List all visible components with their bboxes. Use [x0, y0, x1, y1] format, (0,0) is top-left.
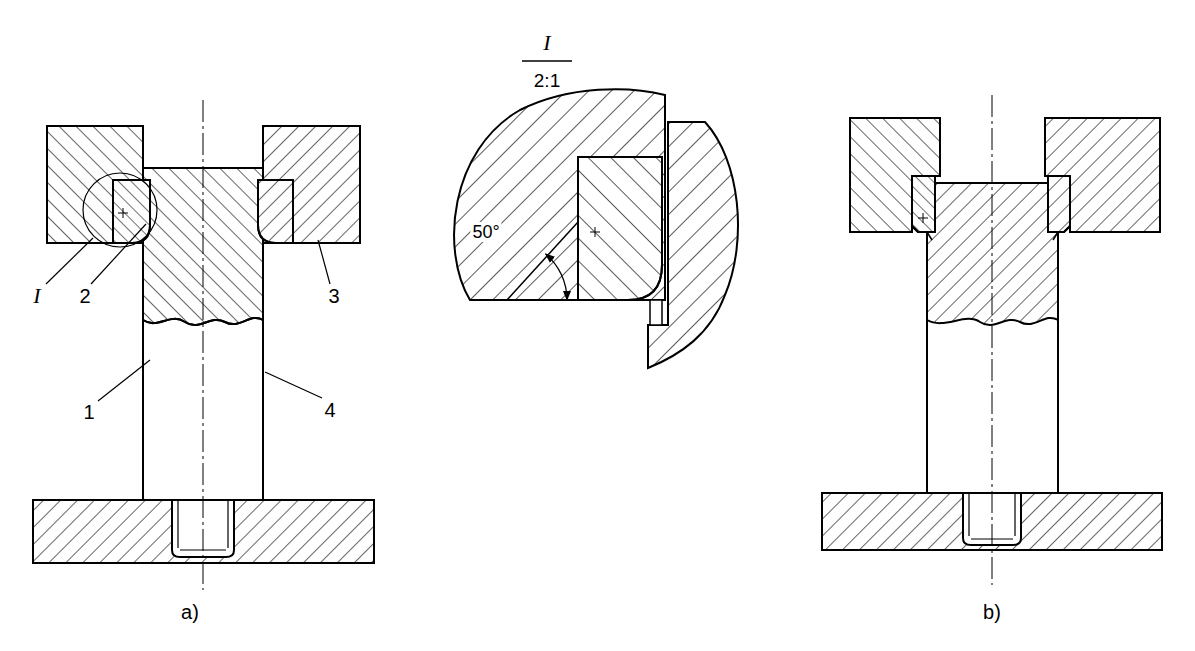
figure-label: b) [981, 601, 1003, 623]
scale-label: 2:1 [532, 70, 562, 91]
callout-number: 4 [322, 399, 337, 421]
ring-detail [578, 157, 662, 300]
clearance-gap [650, 300, 662, 325]
ring-back [113, 180, 150, 243]
center-line [992, 95, 993, 585]
pin-outline [142, 320, 144, 500]
callout-number: 1 [81, 401, 96, 423]
figure-label: a) [179, 601, 201, 623]
callout-number: 3 [326, 285, 341, 307]
ring-right [1048, 176, 1070, 232]
title-bar [522, 60, 572, 61]
detail-callout: I [31, 284, 42, 308]
pin-outline [1057, 320, 1059, 493]
callout-number: 2 [77, 285, 92, 307]
detail-view [454, 61, 738, 368]
figure-a [33, 100, 374, 590]
angle-dimension: 50° [470, 222, 501, 242]
pin-outline [262, 320, 264, 500]
ring-back [258, 180, 293, 243]
ring-left [912, 176, 935, 232]
leader-lines [46, 224, 330, 401]
ring-back [578, 157, 662, 300]
ring-back [1048, 176, 1070, 232]
chamfer-line [507, 222, 578, 300]
center-mark [590, 227, 600, 237]
ring-right [258, 180, 293, 243]
detail-title: I [541, 31, 552, 55]
pin-outline [926, 320, 928, 493]
detail-circle [83, 173, 157, 247]
figure-b [822, 95, 1162, 585]
center-mark [118, 208, 128, 218]
center-mark [918, 213, 928, 223]
pin-detail [648, 122, 738, 368]
block-left [850, 118, 940, 232]
block-detail [454, 89, 665, 300]
ring-left [113, 180, 150, 243]
ring-back [912, 176, 935, 232]
center-line [203, 100, 204, 590]
block-right [1045, 118, 1160, 232]
angle-arc [546, 254, 567, 300]
